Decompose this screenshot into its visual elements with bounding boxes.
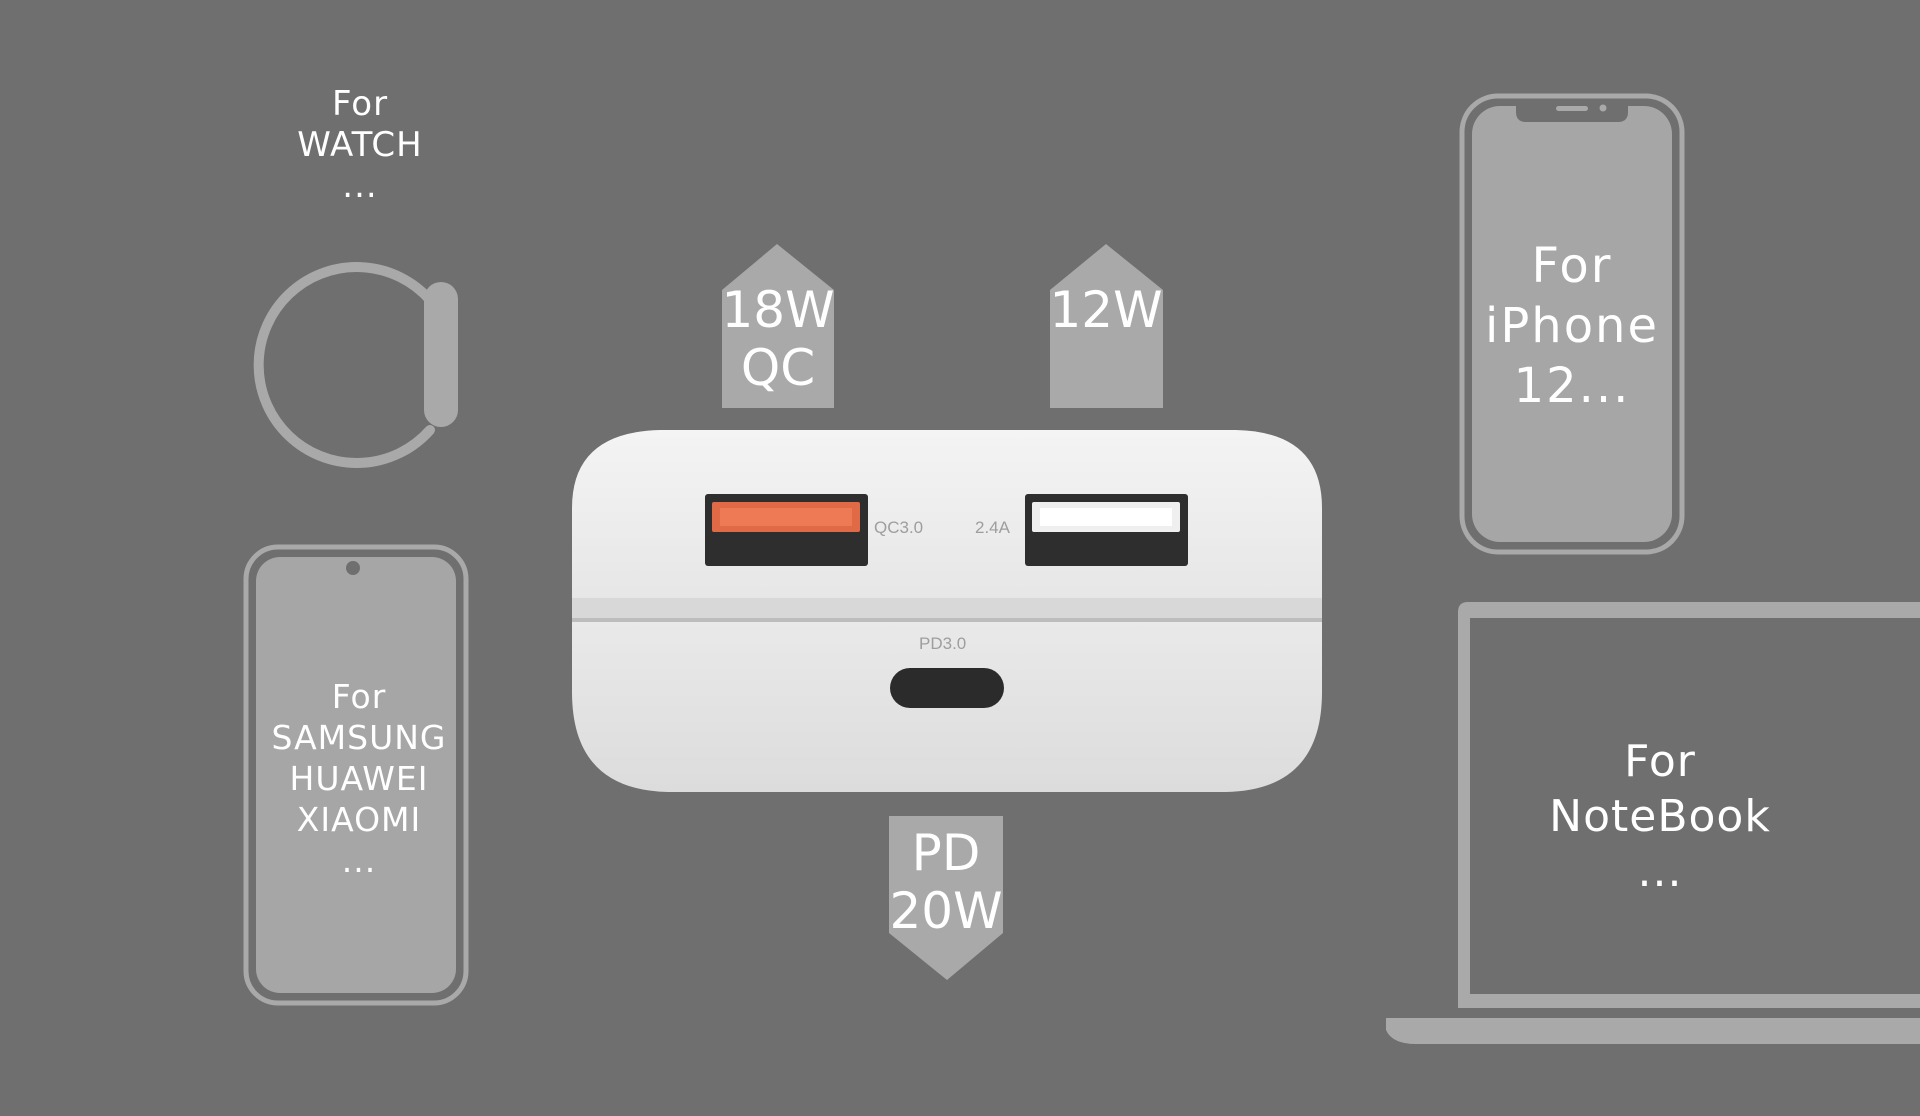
- notebook-label-line-3: ...: [1637, 846, 1683, 897]
- iphone-label-line-3: 12...: [1513, 358, 1631, 414]
- android-label-line-2: SAMSUNG: [271, 718, 447, 757]
- notebook-label: For NoteBook ...: [1480, 734, 1840, 899]
- android-label: For SAMSUNG HUAWEI XIAOMI ...: [246, 676, 472, 881]
- arrow-pd-line-1: PD: [911, 824, 981, 882]
- arrow-pd: [889, 816, 1003, 980]
- arrow-usb: [1050, 244, 1163, 408]
- power-bank-icon: [572, 430, 1322, 792]
- notebook-icon: [1386, 602, 1920, 1044]
- watch-label-line-2: WATCH: [297, 125, 423, 165]
- arrow-qc-line-1: 18W: [721, 281, 835, 339]
- android-label-line-3: HUAWEI: [289, 759, 429, 798]
- arrow-qc-line-2: QC: [740, 338, 816, 397]
- watch-icon: [253, 262, 458, 468]
- watch-label-line-1: For: [331, 84, 389, 124]
- iphone-label-line-1: For: [1531, 238, 1613, 294]
- android-phone-icon: [243, 544, 469, 1006]
- watch-label: For WATCH ...: [240, 84, 480, 207]
- arrow-usb-label: 12W: [1040, 281, 1172, 340]
- arrow-pd-line-2: 20W: [889, 881, 1003, 940]
- iphone-label-line-2: iPhone: [1484, 298, 1660, 354]
- notebook-label-line-2: NoteBook: [1549, 791, 1771, 842]
- arrow-usb-line-1: 12W: [1049, 281, 1163, 339]
- android-label-line-4: XIAOMI: [296, 800, 422, 839]
- notebook-label-line-1: For: [1624, 736, 1696, 787]
- arrow-qc: [722, 244, 834, 408]
- android-label-line-5: ...: [341, 841, 377, 880]
- port-label-qc: QC3.0: [874, 518, 924, 537]
- port-label-pd: PD3.0: [919, 634, 967, 653]
- iphone-label: For iPhone 12...: [1462, 236, 1682, 416]
- iphone-icon: [1459, 93, 1685, 555]
- arrow-qc-label: 18W QC: [712, 281, 844, 397]
- port-label-usb: 2.4A: [975, 518, 1010, 537]
- android-label-line-1: For: [331, 677, 387, 716]
- arrow-pd-label: PD 20W: [880, 824, 1012, 940]
- watch-label-line-3: ...: [342, 166, 378, 206]
